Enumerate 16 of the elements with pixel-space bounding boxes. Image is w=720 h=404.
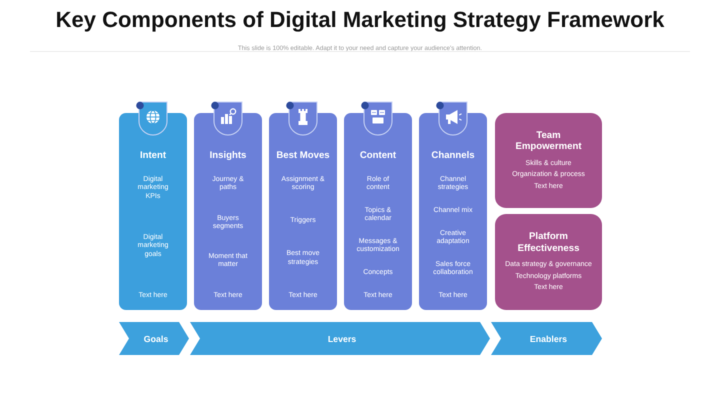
slide-title: Key Components of Digital Marketing Strategy Framework: [56, 7, 664, 32]
column-heading: Best Moves: [276, 150, 330, 162]
rounded-panel: [495, 113, 602, 208]
chevron-band: [190, 322, 490, 355]
chevron-band: [119, 322, 189, 355]
column-heading: Content: [360, 150, 396, 162]
band-label: Goals: [144, 334, 168, 344]
panel-heading: Team Empowerment: [514, 130, 583, 153]
column-heading: Channels: [431, 150, 475, 162]
column-heading: Insights: [210, 150, 246, 162]
column-heading: Intent: [140, 150, 166, 162]
chevron-band: [491, 322, 602, 355]
band-label: Enablers: [530, 334, 568, 344]
rounded-panel: [495, 214, 602, 310]
panel-heading: Platform Effectiveness: [516, 231, 580, 254]
band-label: Levers: [328, 334, 356, 344]
